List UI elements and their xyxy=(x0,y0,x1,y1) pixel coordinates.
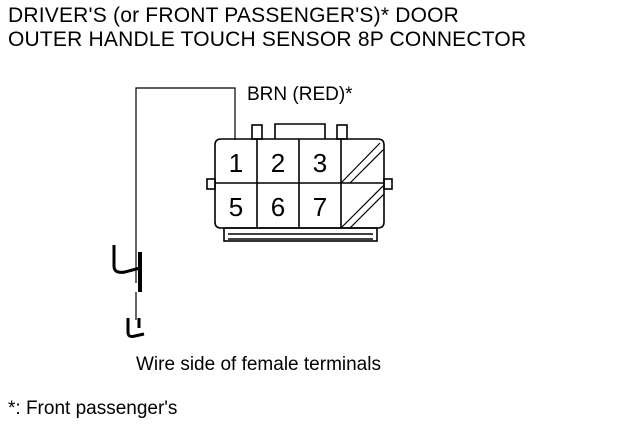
terminal-2-label: 2 xyxy=(271,148,285,178)
terminal-5-label: 5 xyxy=(229,192,243,222)
title-line-2: OUTER HANDLE TOUCH SENSOR 8P CONNECTOR xyxy=(8,28,527,51)
probe-icon xyxy=(112,245,142,292)
terminal-7-label: 7 xyxy=(313,192,327,222)
wire-color-label: BRN (RED)* xyxy=(247,84,353,105)
terminal-grid xyxy=(215,139,384,228)
connector-body xyxy=(206,123,393,242)
diagram-caption: Wire side of female terminals xyxy=(136,354,381,375)
footnote: *: Front passenger's xyxy=(8,398,178,419)
leader-wire xyxy=(135,87,236,283)
diagram-title: DRIVER'S (or FRONT PASSENGER'S)* DOOR OU… xyxy=(8,4,526,52)
terminal-6-label: 6 xyxy=(271,192,285,222)
terminal-1-label: 1 xyxy=(229,148,243,178)
terminal-3-label: 3 xyxy=(313,148,327,178)
unused-cavity-bottom xyxy=(340,184,385,229)
title-line-1: DRIVER'S (or FRONT PASSENGER'S)* DOOR xyxy=(8,4,460,27)
unused-cavity-top xyxy=(340,142,385,184)
ground-icon xyxy=(126,292,145,338)
